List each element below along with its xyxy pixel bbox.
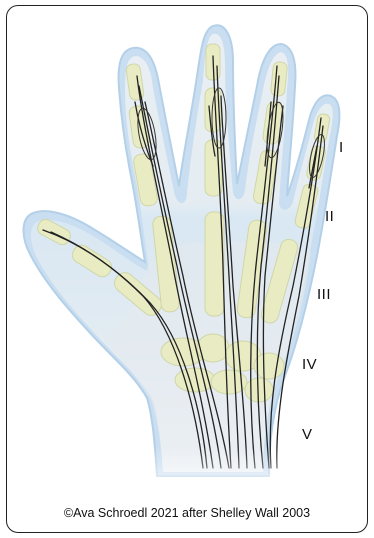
zone-label-4: IV [302,356,317,373]
zone-label-1: I [339,139,344,156]
diagram-frame: I II III IV V ©Ava Schroedl 2021 after S… [6,5,368,533]
image-credit: ©Ava Schroedl 2021 after Shelley Wall 20… [7,506,367,520]
zone-label-5: V [302,426,313,443]
zone-label-3: III [317,286,331,303]
zone-label-2: II [325,208,334,225]
hand-illustration [7,6,368,533]
